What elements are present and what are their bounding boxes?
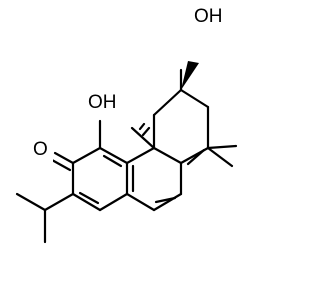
double-bond-r6 [186, 148, 206, 166]
hydroxyl-left-label: OH [88, 92, 117, 113]
bond-m2 [152, 146, 183, 165]
bond-isopropyl-stem [43, 192, 75, 212]
bond-gem-methyl-2 [206, 146, 234, 168]
label-bg-oh-top [190, 4, 226, 30]
bond-c1-c2 [71, 146, 102, 165]
bond-r2 [152, 88, 183, 117]
bond-gem-methyl-1 [206, 144, 238, 150]
bond-c-o-1 [53, 151, 75, 165]
bond-c4-c5 [98, 192, 129, 212]
bond-junction-methyl [130, 126, 156, 150]
middle-ring [125, 146, 183, 212]
bond-m4 [152, 192, 183, 212]
label-bg-carbonyl-o [31, 137, 53, 163]
molecule-structure: OH OH O [15, 4, 238, 244]
right-ring [152, 88, 210, 166]
hydroxyl-top-label: OH [194, 6, 223, 27]
substituents [15, 61, 238, 244]
bond-isopropyl-methyl-1 [15, 192, 47, 212]
hash-2 [141, 126, 151, 137]
hash-1 [138, 122, 146, 131]
bond-c6-c1 [98, 146, 129, 165]
carbonyl-oxygen-label: O [33, 139, 48, 160]
label-bg-oh-left [86, 90, 122, 116]
bond-c-o-2 [50, 158, 72, 172]
wedge-bond-oh-top [181, 61, 199, 90]
left-ring [71, 146, 129, 212]
double-bond-c3-c4 [78, 191, 100, 205]
bond-m1 [125, 146, 156, 165]
bond-r3 [179, 88, 210, 109]
double-bond-c1-c6 [102, 154, 123, 168]
double-bond-m4 [154, 196, 177, 204]
atom-labels: OH OH O [31, 4, 226, 163]
structure-canvas: OH OH O [15, 4, 238, 244]
bond-m5 [125, 192, 156, 212]
bond-c3-c4 [71, 192, 102, 212]
